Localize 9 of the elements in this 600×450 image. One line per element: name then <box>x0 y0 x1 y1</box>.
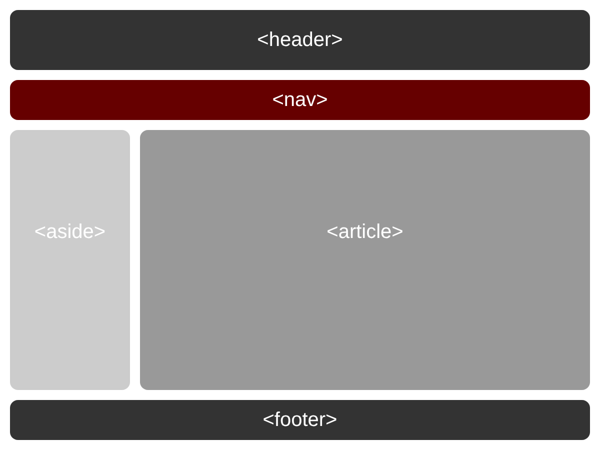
block-label: <article> <box>326 220 404 244</box>
layout-block <box>10 400 590 440</box>
layout-block <box>10 10 590 70</box>
block-label: <footer> <box>262 408 338 432</box>
layout-block <box>10 130 130 390</box>
block-label: <nav> <box>272 88 328 112</box>
block-label: <header> <box>257 28 343 52</box>
layout-block <box>10 80 590 120</box>
layout-block <box>140 130 590 390</box>
